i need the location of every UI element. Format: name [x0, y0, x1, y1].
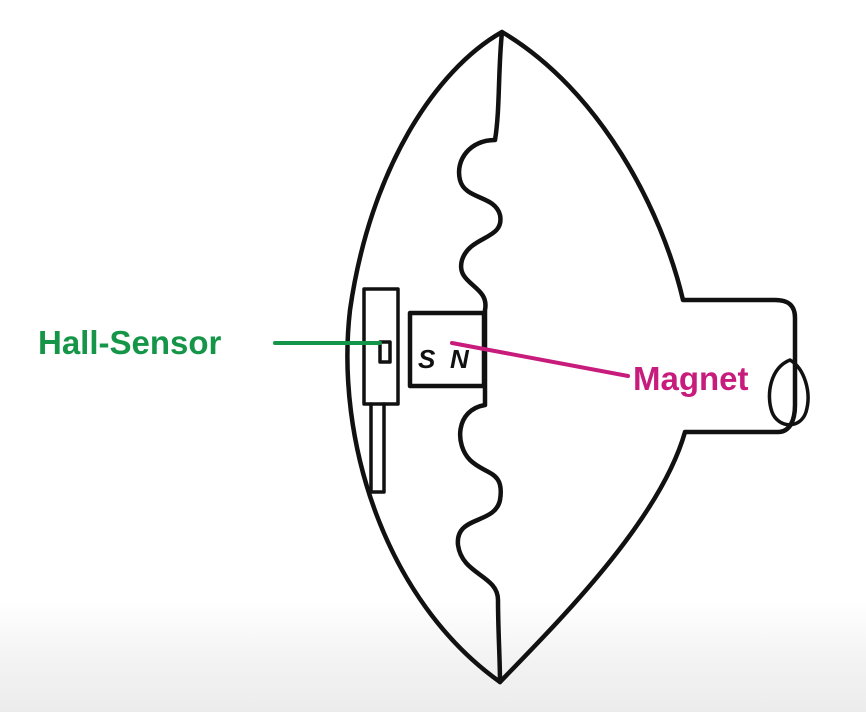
magnet-label: Magnet	[633, 360, 749, 397]
hall-sensor-chip	[378, 340, 392, 364]
magnet-south-pole: S	[418, 344, 436, 374]
hall-sensor-leads	[369, 402, 386, 494]
magnet-leader-line	[450, 341, 630, 378]
handle-tip	[767, 358, 810, 427]
hall-sensor-body	[362, 287, 400, 406]
oval-housing	[345, 29, 798, 685]
magnet-north-pole: N	[450, 344, 470, 374]
hall-sensor-label: Hall-Sensor	[38, 324, 222, 361]
